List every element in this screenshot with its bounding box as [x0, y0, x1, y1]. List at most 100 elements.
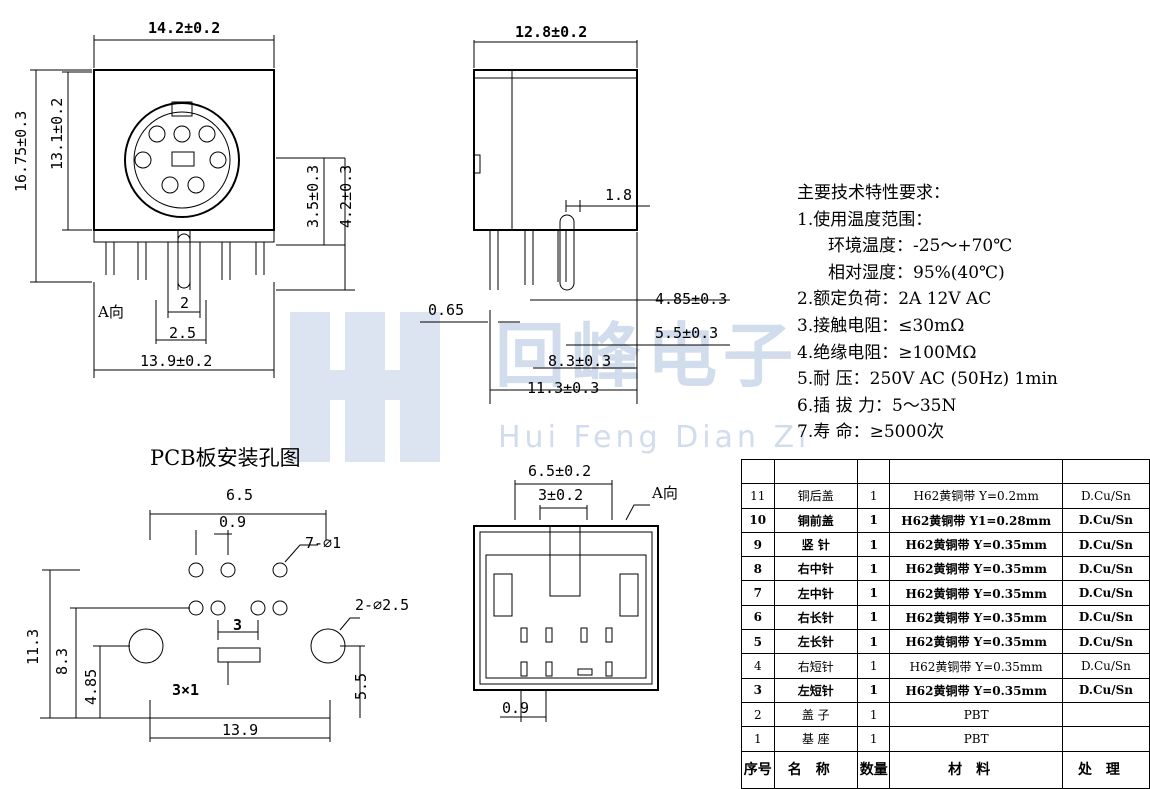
- table-cell: D.Cu/Sn: [1061, 483, 1150, 509]
- specs-title: 主要技术特性要求：: [797, 183, 950, 203]
- table-cell: D.Cu/Sn: [1061, 507, 1150, 533]
- spec-item: 5.耐 压：250V AC (50Hz) 1min: [797, 369, 1058, 390]
- table-cell: 1: [856, 701, 891, 728]
- pcb-dim-3x1: 3×1: [172, 681, 199, 699]
- pin-height-a: 3.5±0.3: [304, 165, 322, 228]
- table-cell: H62黄铜带 Y=0.35mm: [889, 604, 1063, 631]
- table-cell: 左中针: [773, 580, 858, 606]
- pin-gap-dim: 2: [180, 294, 189, 312]
- height-inner-dim: 13.1±0.2: [48, 98, 66, 170]
- direction-label-b: A向: [651, 484, 678, 502]
- bottom-dim-65: 6.5±0.2: [528, 462, 591, 480]
- side-view: 12.8±0.2 1.8 0.65 4.85±0.3 5.5±0.3 8.3±0…: [420, 23, 730, 404]
- spec-item: 4.绝缘电阻：≥100MΩ: [797, 342, 977, 363]
- table-cell: D.Cu/Sn: [1061, 653, 1150, 679]
- table-cell: D.Cu/Sn: [1061, 556, 1150, 582]
- pin-pitch-dim: 2.5: [169, 324, 196, 342]
- width-dim: 14.2±0.2: [148, 19, 220, 37]
- table-cell: 1: [856, 580, 891, 606]
- table-cell: 3: [741, 677, 775, 703]
- table-cell: 11: [741, 483, 775, 509]
- table-cell: 1: [856, 726, 891, 752]
- table-cell: 6: [741, 604, 775, 631]
- pcb-holes-small: 7-⌀1: [305, 534, 341, 552]
- table-cell: 铜前盖: [773, 507, 858, 533]
- table-cell: 左短针: [773, 677, 858, 703]
- header-finish: 处理: [1061, 750, 1150, 789]
- pcb-dim-65: 6.5: [226, 486, 253, 504]
- table-cell: [1061, 701, 1150, 728]
- table-cell: D.Cu/Sn: [1061, 604, 1150, 631]
- offset-dim: 0.65: [428, 301, 464, 319]
- dim-485: 4.85±0.3: [655, 290, 727, 308]
- pcb-holes-large: 2-⌀2.5: [355, 596, 409, 614]
- pcb-dim-113: 11.3: [24, 629, 42, 665]
- table-cell: H62黄铜带 Y=0.35mm: [889, 677, 1063, 703]
- table-cell: PBT: [889, 701, 1063, 728]
- table-cell: D.Cu/Sn: [1061, 629, 1150, 655]
- table-cell: 1: [856, 556, 891, 582]
- watermark-text: 回峰电子: [495, 315, 799, 397]
- header-material: 材料: [889, 750, 1063, 789]
- base-width-dim: 13.9±0.2: [140, 352, 212, 370]
- table-cell: 竖 针: [773, 531, 858, 558]
- table-header-row: 序号 名称 数量 材料 处理: [741, 750, 1150, 789]
- table-cell: H62黄铜带 Y=0.35mm: [889, 653, 1063, 679]
- pcb-dim-139: 13.9: [222, 721, 258, 739]
- table-cell: H62黄铜带 Y=0.35mm: [889, 629, 1063, 655]
- table-cell: H62黄铜带 Y=0.35mm: [889, 556, 1063, 582]
- table-cell: 基 座: [773, 726, 858, 752]
- pcb-dim-485: 4.85: [82, 669, 100, 705]
- pcb-dim-83: 8.3: [53, 648, 71, 675]
- table-cell: 2: [741, 701, 775, 728]
- table-cell: 盖 子: [773, 701, 858, 728]
- table-cell: 5: [741, 629, 775, 655]
- table-cell: D.Cu/Sn: [1061, 531, 1150, 558]
- depth-dim: 12.8±0.2: [515, 23, 587, 41]
- dim-113: 11.3±0.3: [527, 379, 599, 397]
- table-cell: D.Cu/Sn: [1061, 677, 1150, 703]
- table-cell: 右短针: [773, 653, 858, 679]
- table-cell: 1: [856, 604, 891, 631]
- pcb-dim-3: 3: [233, 616, 242, 634]
- table-cell: H62黄铜带 Y1=0.28mm: [889, 507, 1063, 533]
- bottom-dim-3: 3±0.2: [538, 486, 583, 504]
- header-no: 序号: [741, 750, 775, 789]
- table-cell: 4: [741, 653, 775, 679]
- spec-item: 3.接触电阻：≤30mΩ: [797, 315, 965, 336]
- technical-specs: 主要技术特性要求： 1.使用温度范围： 环境温度：-25～+70℃ 相对湿度：9…: [797, 180, 1058, 446]
- header-name: 名称: [773, 750, 858, 789]
- table-cell: PBT: [889, 726, 1063, 752]
- table-cell: H62黄铜带 Y=0.2mm: [889, 483, 1063, 509]
- spec-item: 环境温度：-25～+70℃: [828, 236, 1013, 257]
- table-cell: 右中针: [773, 556, 858, 582]
- table-cell: 1: [856, 677, 891, 703]
- pin-height-b: 4.2±0.3: [337, 165, 355, 228]
- table-cell: [1061, 726, 1150, 752]
- pcb-dim-55: 5.5: [352, 673, 370, 700]
- height-outer-dim: 16.75±0.3: [12, 111, 30, 192]
- table-cell: H62黄铜带 Y=0.35mm: [889, 531, 1063, 558]
- table-cell: H62黄铜带 Y=0.35mm: [889, 580, 1063, 606]
- front-view: 14.2±0.2 16.75±0.3 13.1±0.2 3.5±0.3 4.2±…: [12, 19, 355, 378]
- table-row: [741, 458, 1150, 485]
- spec-item: 7.寿 命：≥5000次: [797, 422, 945, 443]
- table-cell: 1: [856, 507, 891, 533]
- table-cell: D.Cu/Sn: [1061, 580, 1150, 606]
- header-qty: 数量: [856, 750, 891, 789]
- table-cell: 1: [856, 629, 891, 655]
- pcb-title: PCB板安装孔图: [150, 446, 301, 470]
- pcb-dim-09: 0.9: [219, 513, 246, 531]
